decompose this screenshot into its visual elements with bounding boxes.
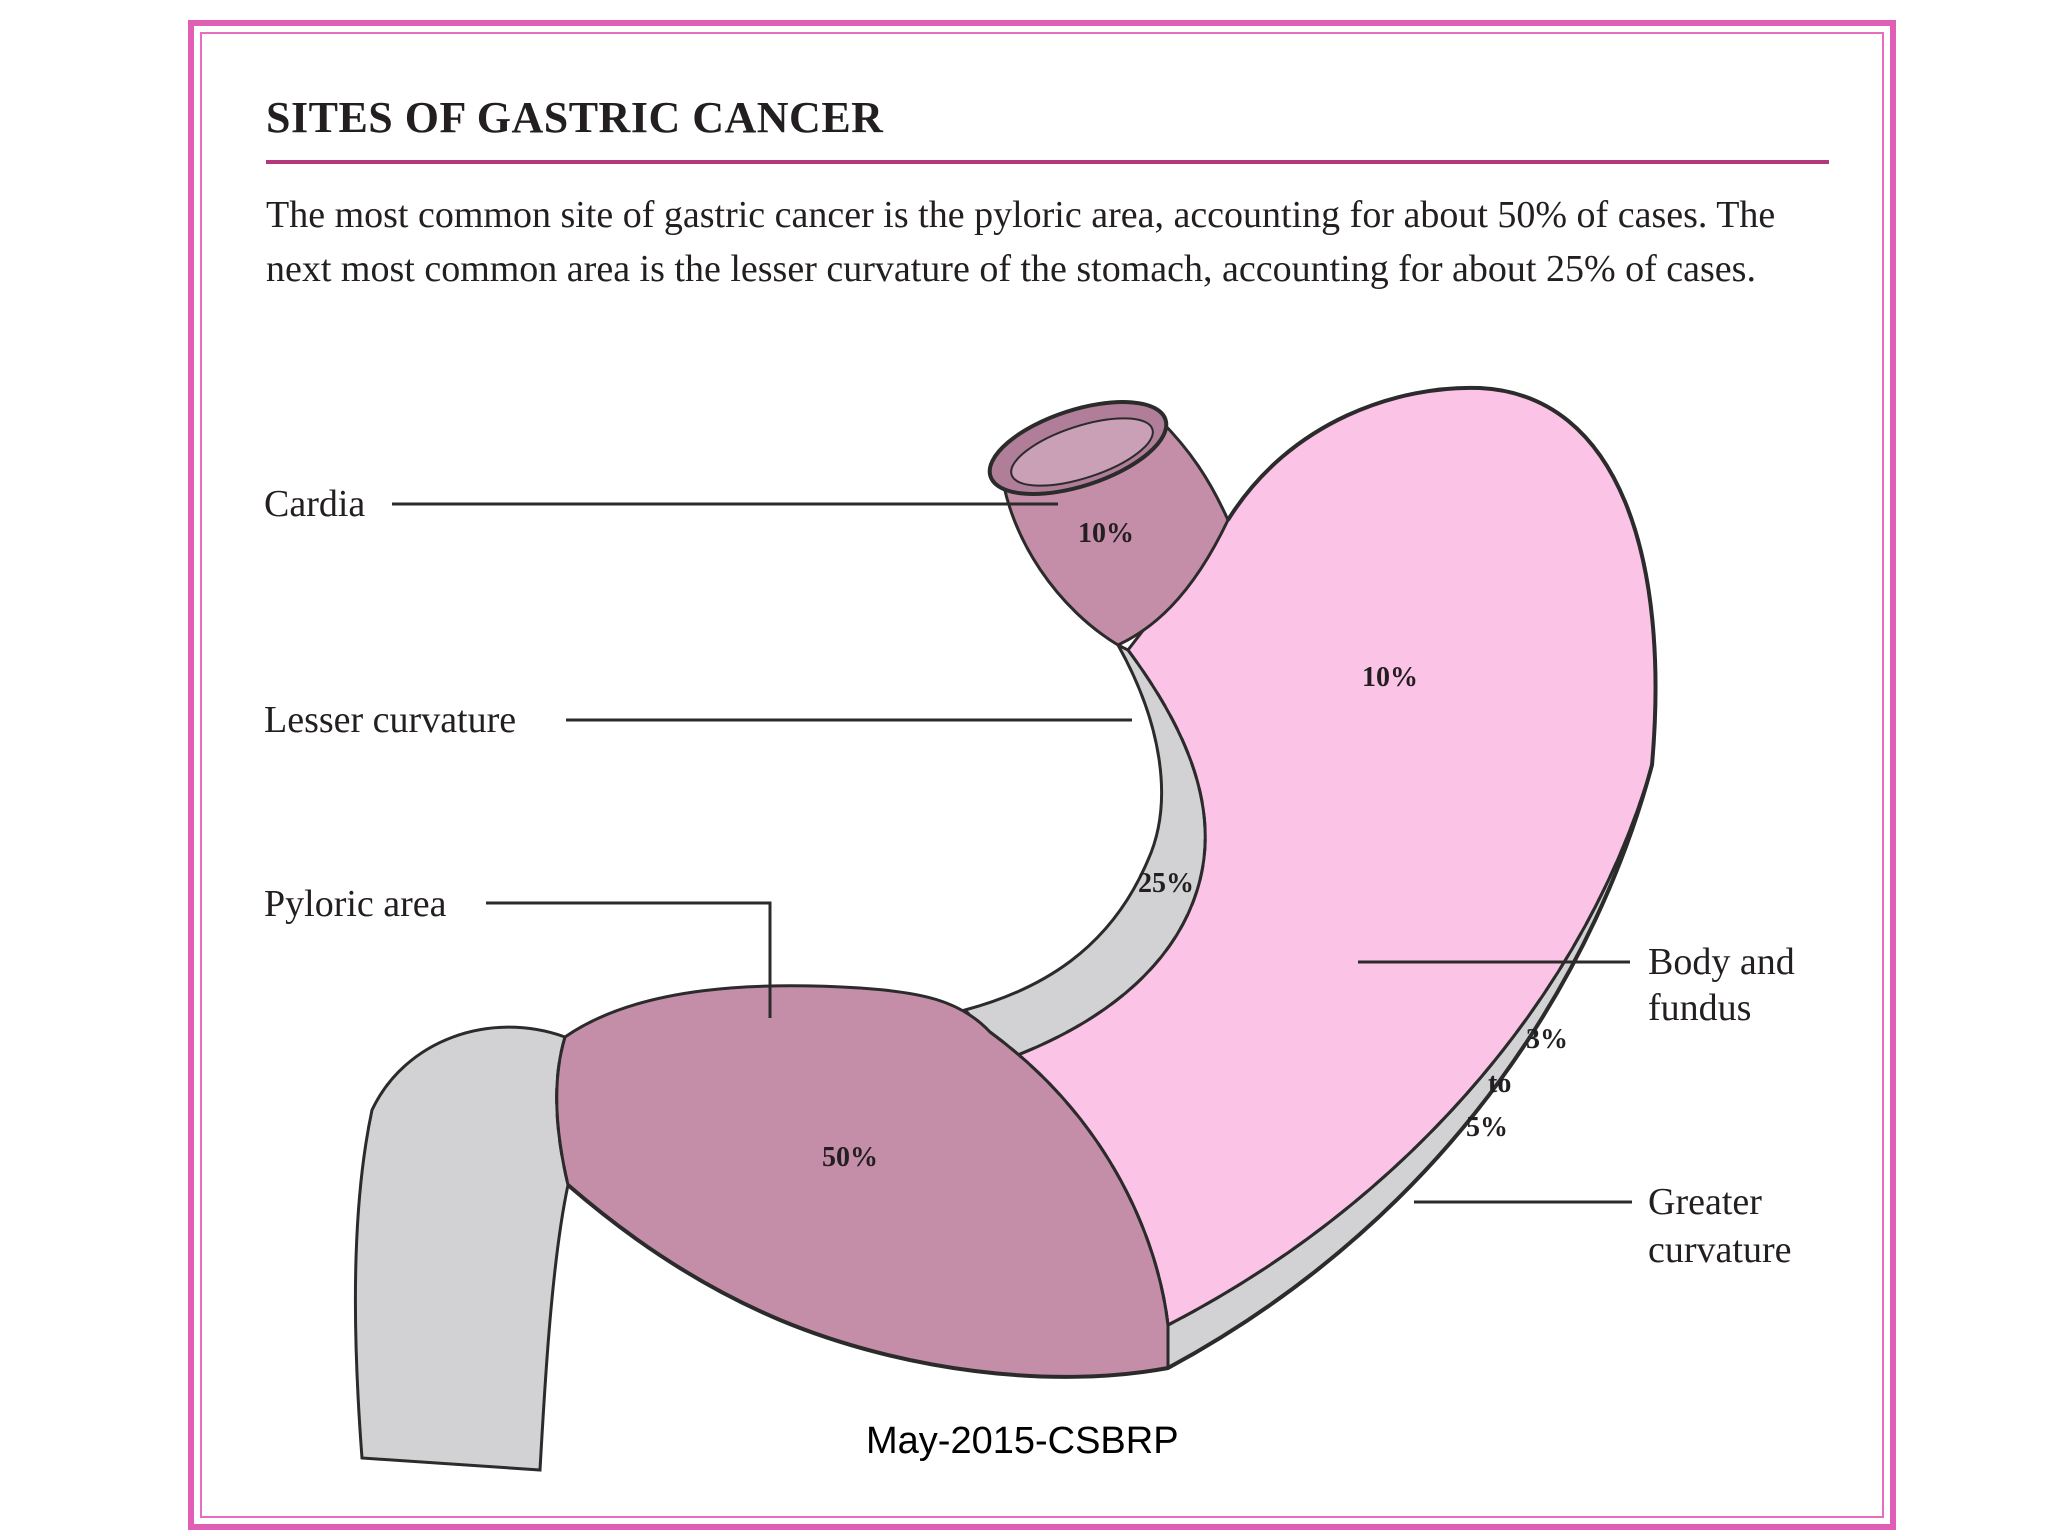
body-and-fundus-label-line1: Body and bbox=[1648, 941, 1795, 983]
greater-curvature-percentage-to: to bbox=[1488, 1068, 1511, 1099]
figure-title: SITES OF GASTRIC CANCER bbox=[266, 93, 884, 142]
esophagus-opening-inner bbox=[1010, 417, 1154, 487]
pyloric-area-label: Pyloric area bbox=[264, 883, 447, 925]
greater-curvature-label-line1: Greater bbox=[1648, 1181, 1762, 1223]
body-and-fundus-label-line2: fundus bbox=[1648, 987, 1751, 1029]
greater-curvature-label-line2: curvature bbox=[1648, 1229, 1791, 1271]
region-boundaries bbox=[555, 649, 1654, 1327]
greater-curvature-percentage-low: 3% bbox=[1526, 1024, 1568, 1055]
duodenum bbox=[353, 1025, 570, 1472]
lesser-curvature-label: Lesser curvature bbox=[264, 699, 516, 741]
lesser-curvature-percentage: 25% bbox=[1138, 868, 1194, 899]
greater-curvature-percentage-high: 5% bbox=[1466, 1112, 1508, 1143]
body-and-fundus-percentage: 10% bbox=[1362, 662, 1418, 693]
title-rule bbox=[266, 160, 1829, 164]
cardia-percentage: 10% bbox=[1078, 518, 1134, 549]
cardia-label: Cardia bbox=[264, 483, 365, 525]
outer-frame bbox=[188, 20, 1896, 1530]
figure-description: The most common site of gastric cancer i… bbox=[266, 194, 1776, 290]
pyloric-area-percentage: 50% bbox=[822, 1142, 878, 1173]
footer-caption: May-2015-CSBRP bbox=[866, 1420, 1179, 1462]
leader-lines bbox=[392, 502, 1632, 1204]
stomach-outline bbox=[566, 385, 1658, 1379]
inner-frame bbox=[200, 32, 1884, 1518]
